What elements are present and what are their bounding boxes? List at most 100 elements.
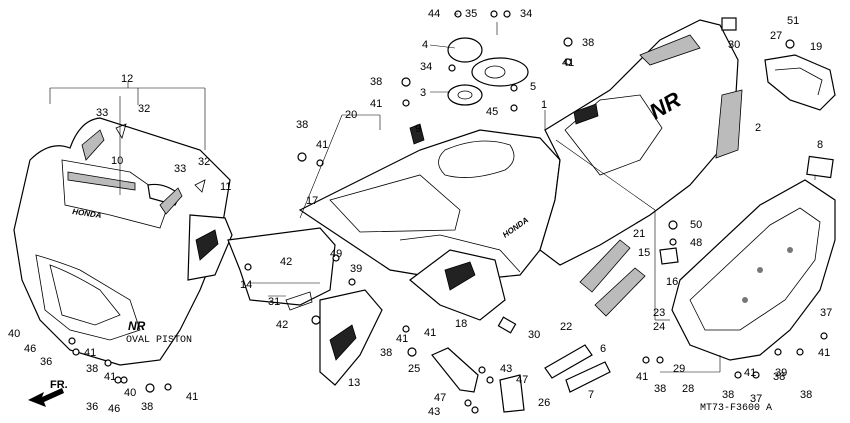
grab-rail [764,54,836,111]
callout-numbers: 1 2 3 4 5 6 7 8 9 10 11 12 13 14 15 16 1… [8,8,832,418]
callout-10: 10 [111,155,123,167]
callout-43a: 43 [500,363,512,375]
callout-25: 25 [408,363,420,375]
callout-24: 24 [653,321,665,333]
callout-38e: 38 [86,363,98,375]
callout-44: 44 [428,8,440,20]
callout-39b: 39 [775,367,787,379]
callout-42a: 42 [280,256,292,268]
callout-36b: 36 [86,401,98,413]
small-brackets [431,17,737,413]
lower-belly [409,249,506,321]
callout-38c: 38 [296,119,308,131]
callout-23: 23 [653,307,665,319]
inner-brackets [187,214,383,386]
side-strips [579,89,743,317]
callout-41j: 41 [104,371,116,383]
callout-7: 7 [588,389,594,401]
callout-1: 1 [541,99,547,111]
callout-21: 21 [633,228,645,240]
callout-41h: 41 [744,367,756,379]
callout-51: 51 [787,15,799,27]
tank-cover: HONDA [298,123,561,281]
callout-50: 50 [690,219,702,231]
callout-20: 20 [345,109,357,121]
callout-32a: 32 [138,103,150,115]
callout-49: 49 [330,248,342,260]
callout-38f: 38 [141,401,153,413]
callout-37b: 37 [750,393,762,405]
callout-32b: 32 [198,156,210,168]
callout-41e: 41 [84,347,96,359]
callout-34a: 34 [520,8,532,20]
callout-33a: 33 [96,107,108,119]
callout-38j: 38 [800,389,812,401]
callout-5: 5 [530,81,536,93]
callout-33b: 33 [174,163,186,175]
callout-19: 19 [810,41,822,53]
fasteners [68,10,828,414]
callout-6: 6 [600,343,606,355]
callout-15: 15 [638,247,650,259]
front-direction-label: FR. [50,379,68,391]
callout-30a: 30 [728,39,740,51]
callout-41c: 41 [316,139,328,151]
callout-29: 29 [673,363,685,375]
callout-48: 48 [690,237,702,249]
callout-47b: 47 [434,392,446,404]
callout-17: 17 [306,195,318,207]
callout-27: 27 [770,30,782,42]
callout-3: 3 [420,87,426,99]
leader-lines [49,13,816,373]
callout-13: 13 [348,377,360,389]
callout-41g: 41 [636,371,648,383]
callout-26: 26 [538,397,550,409]
callout-36a: 36 [40,356,52,368]
callout-41b: 41 [370,98,382,110]
cowl-oval-piston-mark: OVAL PISTON [126,335,192,346]
callout-31: 31 [268,296,280,308]
callout-45: 45 [486,106,498,118]
rear-fender [671,155,836,361]
callout-40a: 40 [8,328,20,340]
callout-38i: 38 [773,371,785,383]
callout-16: 16 [666,276,678,288]
callout-46a: 46 [24,343,36,355]
callout-47a: 47 [516,374,528,386]
callout-14: 14 [240,279,252,291]
callout-41d: 41 [424,327,436,339]
callout-38a: 38 [582,37,594,49]
callout-9: 9 [415,123,421,135]
callout-22: 22 [560,321,572,333]
callout-42b: 42 [276,319,288,331]
callout-38h: 38 [722,389,734,401]
callout-35: 35 [465,8,477,20]
callout-11: 11 [220,181,231,193]
diagram-code: MT73-F3600 A [700,403,772,414]
front-direction-arrow: FR. [28,379,68,407]
callout-4: 4 [422,39,428,51]
callout-41i: 41 [818,347,830,359]
cowl-nr-mark: NR [128,319,146,333]
callout-34b: 34 [420,61,432,73]
callout-41k: 41 [396,333,408,345]
callout-41f: 41 [186,391,198,403]
callout-38d: 38 [380,347,392,359]
callout-28: 28 [682,383,694,395]
callout-46b: 46 [108,403,120,415]
cowl-top-pieces [81,123,206,215]
callout-12: 12 [121,73,133,85]
callout-41a: 41 [562,57,574,69]
cowl-brand-mark: HONDA [72,207,103,220]
callout-40b: 40 [124,387,136,399]
fuel-lid-parts [447,37,529,106]
seat-cowl: NR [539,19,739,266]
callout-30b: 30 [528,329,540,341]
callout-8: 8 [817,139,823,151]
callout-43b: 43 [428,406,440,418]
callout-38g: 38 [654,383,666,395]
callout-38b: 38 [370,76,382,88]
callout-37a: 37 [820,307,832,319]
callout-2: 2 [755,122,761,134]
